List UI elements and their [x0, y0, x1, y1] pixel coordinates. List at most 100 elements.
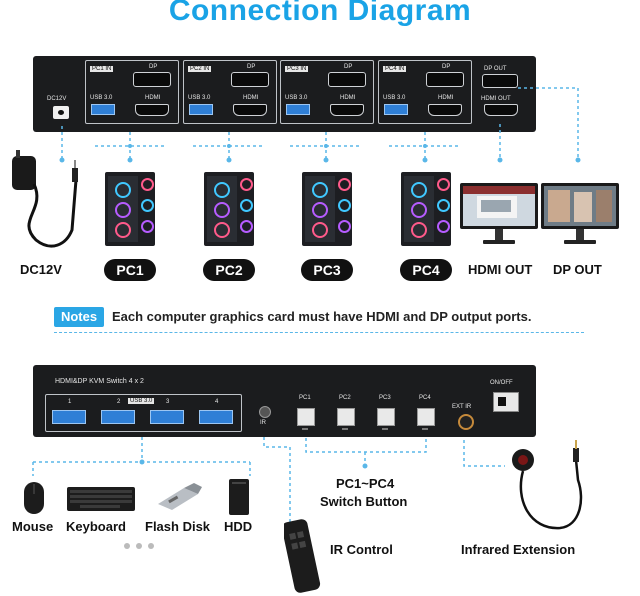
dc12v-label: DC12V	[20, 262, 62, 277]
pc-button-label: PC1	[299, 395, 311, 401]
pc2-switch-button[interactable]	[337, 408, 355, 426]
fan-icon	[312, 202, 328, 218]
fan-icon	[338, 199, 351, 212]
pc2-tower-icon	[204, 172, 254, 246]
pagination-dots	[124, 543, 154, 549]
dp-out-device-label: DP OUT	[553, 262, 602, 277]
hdmi-in-port	[428, 104, 462, 116]
pc1-switch-button[interactable]	[297, 408, 315, 426]
port-group-pc1	[85, 60, 179, 124]
fan-icon	[214, 182, 230, 198]
pc-button-label: PC2	[339, 395, 351, 401]
flash-disk-icon	[158, 483, 202, 510]
notes-text: Each computer graphics card must have HD…	[112, 309, 532, 324]
port-in-label: PC3 IN	[285, 66, 309, 72]
fan-icon	[312, 182, 328, 198]
dp-in-port	[133, 72, 171, 87]
dp-in-port	[426, 72, 464, 87]
pc4-switch-button[interactable]	[417, 408, 435, 426]
ext-ir-jack	[458, 414, 474, 430]
port-group-pc2	[183, 60, 277, 124]
fan-icon	[115, 182, 131, 198]
dp-label: DP	[344, 64, 353, 70]
dp-out-port	[482, 74, 518, 88]
peripheral-label: Mouse	[12, 519, 54, 534]
usb-a-port-3[interactable]	[150, 410, 184, 424]
dot	[136, 543, 142, 549]
fan-icon	[338, 178, 351, 191]
dp-in-port	[231, 72, 269, 87]
fan-icon	[411, 222, 427, 238]
dc-port	[53, 106, 69, 119]
pc3-tower-icon	[302, 172, 352, 246]
usb-b-port	[91, 104, 115, 115]
pc3-switch-button[interactable]	[377, 408, 395, 426]
pc2-label: PC2	[203, 259, 255, 281]
hdmi-label: HDMI	[438, 95, 454, 101]
usb-a-port-2[interactable]	[101, 410, 135, 424]
dot	[124, 543, 130, 549]
kvm-back-panel	[33, 56, 536, 132]
usb-label: USB 3.0	[383, 95, 406, 101]
pc4-tower-icon	[401, 172, 451, 246]
infrared-extension-icon	[512, 440, 583, 530]
diagram-title: Connection Diagram	[168, 0, 472, 27]
usb-b-port	[384, 104, 408, 115]
usb-port-number: 3	[166, 399, 170, 405]
dp-in-port	[328, 72, 366, 87]
usb-a-port-1[interactable]	[52, 410, 86, 424]
ir-control-label: IR Control	[330, 542, 393, 557]
hdmi-in-port	[233, 104, 267, 116]
usb-port-number: 2	[117, 399, 121, 405]
fan-icon	[338, 220, 351, 233]
hdmi-monitor-icon	[460, 183, 538, 244]
led-indicator	[422, 428, 428, 430]
usb-port-number: 1	[68, 399, 72, 405]
pc3-label: PC3	[301, 259, 353, 281]
port-in-label: PC1 IN	[90, 66, 114, 72]
power-switch[interactable]	[493, 392, 519, 412]
switch-button-label-line1: PC1~PC4	[336, 476, 395, 491]
led-indicator	[382, 428, 388, 430]
usb-a-port-4[interactable]	[199, 410, 233, 424]
model-label: HDMI&DP KVM Switch 4 x 2	[55, 378, 144, 385]
ext-ir-label: EXT IR	[452, 404, 472, 410]
port-in-label: PC4 IN	[383, 66, 407, 72]
usb-b-port	[286, 104, 310, 115]
hdmi-out-port	[484, 104, 518, 116]
fan-icon	[115, 202, 131, 218]
fan-icon	[240, 220, 253, 233]
ir-remote-icon	[284, 519, 321, 593]
port-group-pc4	[378, 60, 472, 124]
kvm-front-panel	[33, 365, 536, 437]
fan-icon	[115, 222, 131, 238]
fan-icon	[312, 222, 328, 238]
usb-b-port	[189, 104, 213, 115]
pc1-tower-icon	[105, 172, 155, 246]
hdmi-out-device-label: HDMI OUT	[468, 262, 533, 277]
fan-icon	[437, 220, 450, 233]
fan-icon	[240, 178, 253, 191]
ir-label: IR	[260, 420, 266, 426]
fan-icon	[214, 222, 230, 238]
fan-icon	[437, 178, 450, 191]
hdmi-label: HDMI	[243, 95, 259, 101]
pc-button-label: PC4	[419, 395, 431, 401]
dp-out-label: DP OUT	[484, 66, 507, 72]
port-group-pc3	[280, 60, 374, 124]
led-indicator	[342, 428, 348, 430]
dp-label: DP	[247, 64, 256, 70]
usb-label: USB 3.0	[188, 95, 211, 101]
usb-port-group	[45, 394, 242, 432]
dp-monitor-icon	[541, 183, 619, 244]
fan-icon	[141, 199, 154, 212]
hdmi-label: HDMI	[145, 95, 161, 101]
usb-label: USB 3.0	[90, 95, 113, 101]
notes-badge: Notes	[54, 307, 104, 327]
mouse-icon	[24, 482, 44, 514]
fan-icon	[240, 199, 253, 212]
fan-icon	[141, 178, 154, 191]
peripheral-label: Flash Disk	[145, 519, 211, 534]
fan-icon	[411, 202, 427, 218]
hdmi-in-port	[135, 104, 169, 116]
